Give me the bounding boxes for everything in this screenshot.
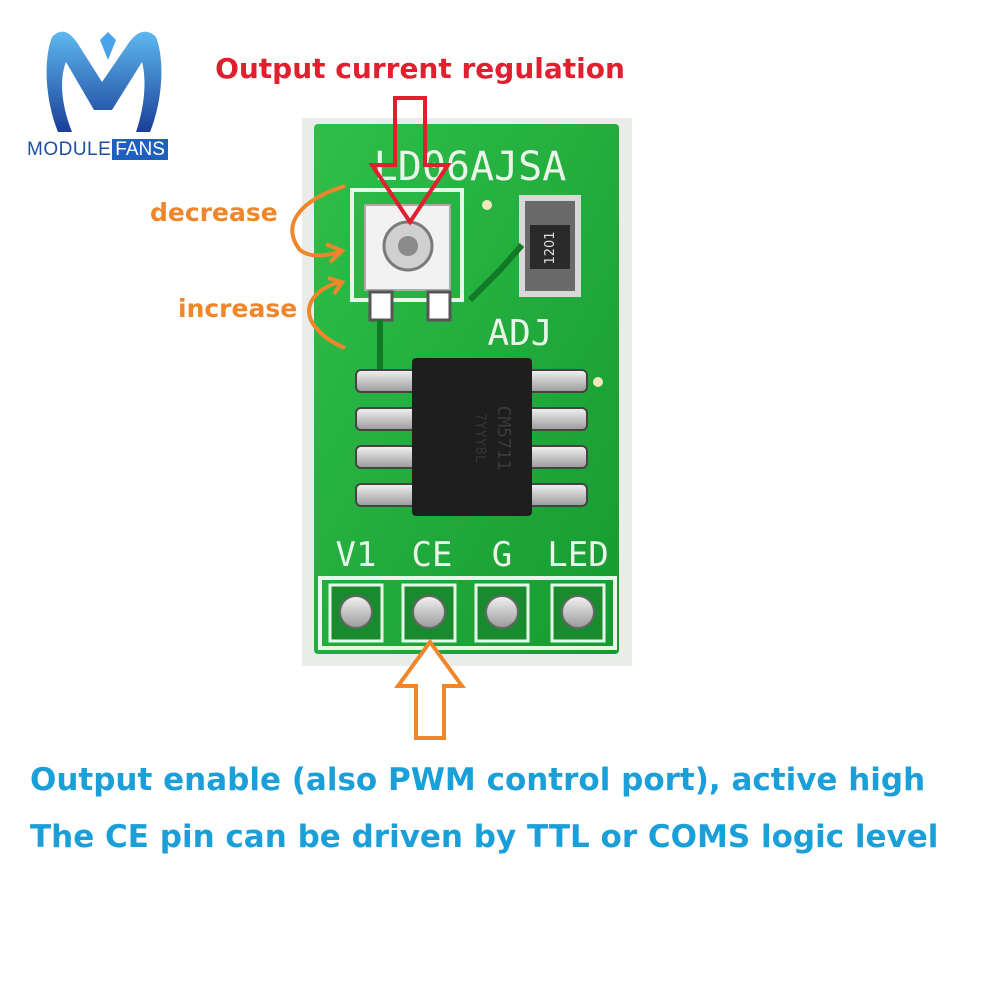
brand-name-part1: MODULE bbox=[27, 139, 112, 160]
brand-name-part2: FANS bbox=[112, 139, 168, 160]
decrease-curve-arrow-icon bbox=[290, 184, 346, 258]
orange-up-arrow-icon bbox=[394, 638, 466, 740]
pin-pads bbox=[328, 583, 606, 643]
increase-curve-arrow-icon bbox=[307, 280, 346, 350]
caption-output-enable: Output enable (also PWM control port), a… bbox=[30, 762, 926, 798]
pin-label-ce: CE bbox=[412, 535, 453, 575]
resistor-code-text: 1201 bbox=[543, 231, 558, 264]
pin-label-g: G bbox=[492, 535, 512, 575]
pin-label-v1: V1 bbox=[336, 535, 377, 575]
pin-label-led: LED bbox=[547, 535, 608, 575]
red-down-arrow-icon bbox=[368, 96, 452, 226]
decrease-arrow-head-icon bbox=[325, 242, 346, 264]
ic-chip-marking-2: 7YYY8L bbox=[472, 413, 488, 464]
via-dot bbox=[482, 200, 492, 210]
pin-header-outline bbox=[318, 576, 617, 650]
board-model-text: LD06AJSA bbox=[374, 144, 567, 190]
ic-chip-marking-1: CM5711 bbox=[493, 405, 514, 470]
output-current-regulation-label: Output current regulation bbox=[215, 52, 625, 85]
potentiometer-leg-left bbox=[368, 290, 394, 322]
ic-pins-left bbox=[355, 369, 419, 507]
increase-arrow-head-icon bbox=[327, 276, 346, 296]
via-dot-2 bbox=[593, 377, 603, 387]
ic-chip-body bbox=[412, 358, 532, 516]
potentiometer-screw bbox=[398, 236, 418, 256]
pcb-trace bbox=[467, 243, 525, 303]
decrease-label: decrease bbox=[150, 198, 278, 227]
smd-resistor-body bbox=[530, 225, 570, 269]
caption-ce-pin-logic: The CE pin can be driven by TTL or COMS … bbox=[30, 819, 939, 855]
adj-label: ADJ bbox=[487, 313, 552, 354]
potentiometer-leg-right bbox=[426, 290, 452, 322]
brand-logo-icon bbox=[46, 31, 162, 132]
potentiometer-outline bbox=[350, 188, 464, 302]
increase-label: increase bbox=[178, 294, 298, 323]
